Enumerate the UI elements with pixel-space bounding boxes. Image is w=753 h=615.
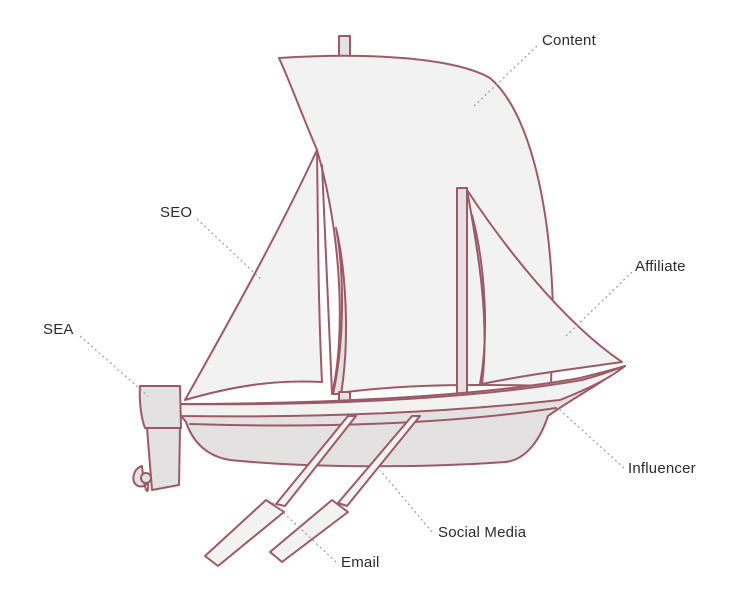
label-email: Email [341, 554, 380, 571]
main-mast-top [338, 35, 351, 59]
oar-left-blade [204, 499, 285, 567]
leader-seo [196, 218, 263, 281]
leader-sea [79, 335, 149, 397]
fore-sail [184, 149, 323, 401]
oar-right-blade [269, 499, 349, 563]
leader-email [269, 499, 337, 563]
label-sea: SEA [43, 321, 74, 338]
boat-deck [166, 365, 626, 418]
motor-shaft [146, 427, 181, 491]
leader-influencer [559, 409, 625, 469]
label-content: Content [542, 32, 596, 49]
oar-left [275, 415, 357, 507]
oar-right [337, 415, 421, 507]
rear-sail [466, 189, 623, 385]
leader-affiliate [565, 271, 633, 337]
label-influencer: Influencer [628, 460, 696, 477]
label-seo: SEO [160, 204, 193, 221]
rear-mast [456, 187, 468, 403]
label-social-media: Social Media [438, 524, 527, 541]
outboard-motor [138, 385, 182, 429]
label-affiliate: Affiliate [635, 258, 686, 275]
main-sail-panel [332, 227, 348, 395]
leader-social [379, 469, 433, 533]
